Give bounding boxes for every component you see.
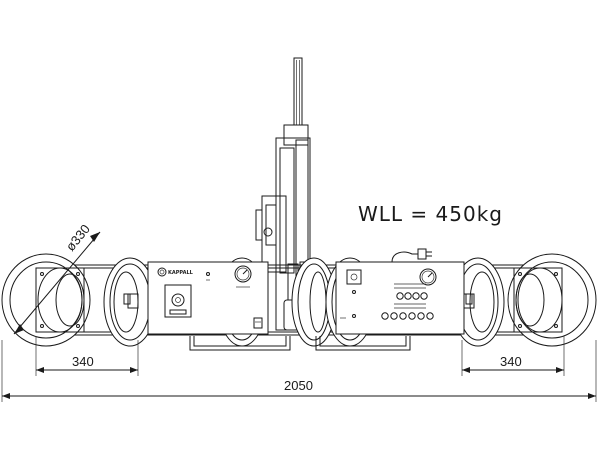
dim-right-label: 340	[500, 354, 522, 369]
hose-right	[315, 336, 411, 351]
right-control-box	[335, 261, 465, 335]
dimension-right: 340	[461, 336, 565, 376]
dim-left-label: 340	[72, 354, 94, 369]
suction-pad-1	[1, 253, 91, 347]
side-valves	[123, 293, 473, 305]
dimension-total: 2050	[1, 340, 597, 402]
suction-pad-7	[507, 253, 597, 347]
dim-total-label: 2050	[284, 378, 313, 393]
hose-left	[189, 336, 291, 351]
brand-logo-text: KAPPALL	[168, 270, 194, 276]
wll-label: WLL = 450kg	[358, 202, 503, 226]
power-cable	[391, 248, 432, 263]
left-control-box: KAPPALL	[147, 261, 269, 335]
dimension-left: 340	[35, 336, 139, 376]
diameter-label: ø330	[63, 221, 93, 253]
